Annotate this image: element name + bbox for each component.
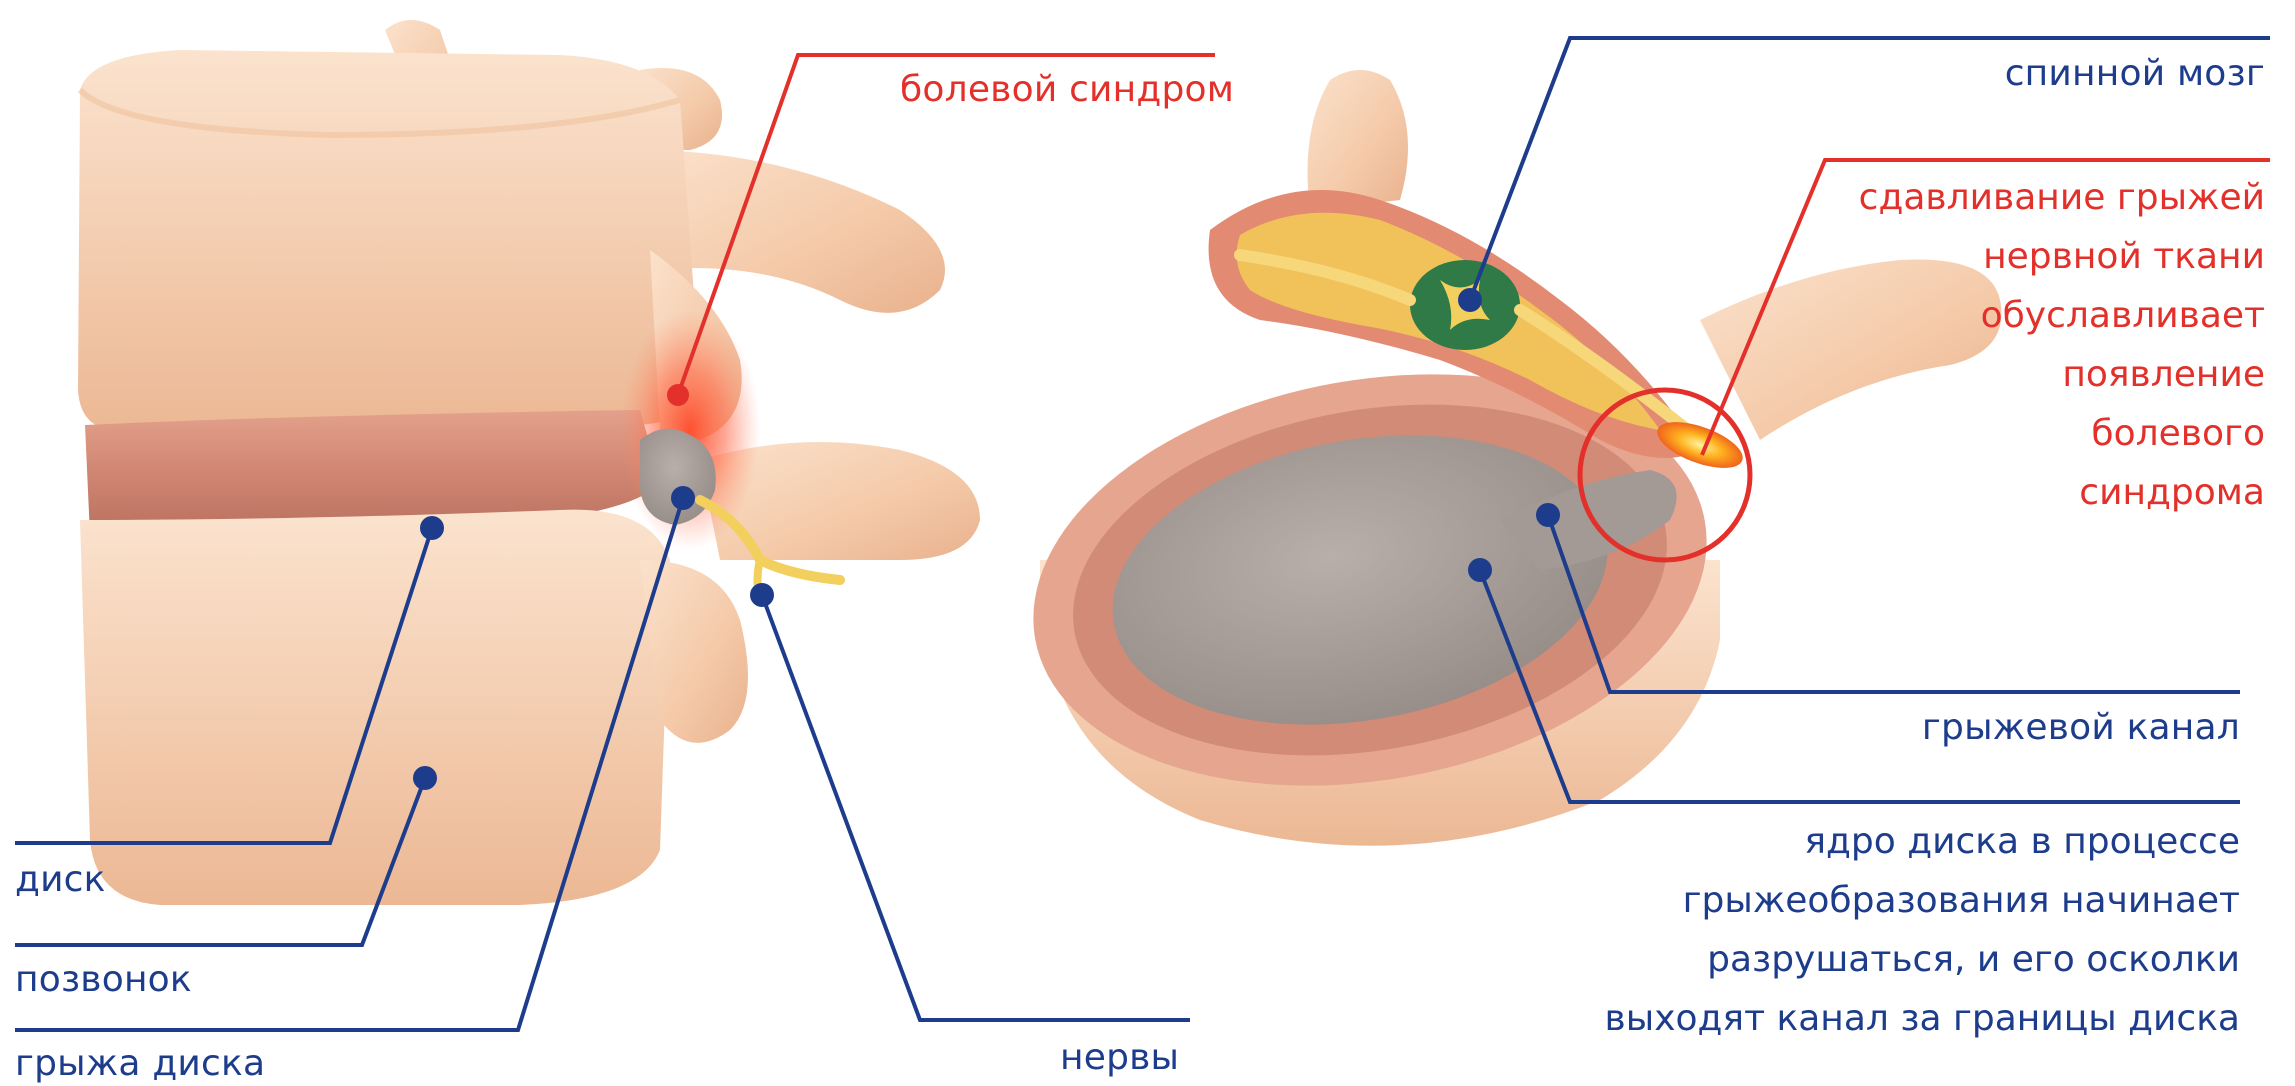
callout-dot-nerves (750, 583, 774, 607)
top-view-vertebra (1000, 70, 2001, 846)
callout-dot-vertebra (413, 766, 437, 790)
label-spinal-cord: спинной мозг (2005, 56, 2265, 92)
compression-line-5: болевого (2091, 404, 2265, 463)
label-hernia-channel: грыжевой канал (1922, 710, 2240, 746)
compression-line-3: обуславливает (1981, 286, 2265, 345)
label-pain-syndrome: болевой синдром (900, 72, 1234, 108)
label-compression-block: сдавливание грыжей нервной ткани обуслав… (1859, 168, 2265, 522)
callout-dot-disc-hernia (671, 486, 695, 510)
compression-line-4: появление (2062, 345, 2265, 404)
label-vertebra: позвонок (15, 962, 192, 998)
nucleus-line-1: ядро диска в процессе (1804, 812, 2240, 871)
side-view-vertebrae (78, 20, 980, 905)
label-nucleus-block: ядро диска в процессе грыжеобразования н… (1605, 812, 2240, 1048)
top-spinous-process (1308, 70, 1409, 210)
label-disc-hernia: грыжа диска (15, 1046, 265, 1082)
nucleus-line-2: грыжеобразования начинает (1683, 871, 2240, 930)
callout-dot-hernia-channel (1536, 503, 1560, 527)
callout-dot-pain-syndrome (667, 384, 689, 406)
compression-line-1: сдавливание грыжей (1859, 168, 2265, 227)
upper-vertebral-body (78, 50, 700, 430)
nucleus-line-3: разрушаться, и его осколки (1707, 930, 2240, 989)
nucleus-line-4: выходят канал за границы диска (1605, 989, 2240, 1048)
callout-dot-spinal-cord (1458, 288, 1482, 312)
compression-line-2: нервной ткани (1983, 227, 2265, 286)
compression-line-6: синдрома (2079, 463, 2265, 522)
callout-dot-nucleus (1468, 558, 1492, 582)
callout-dot-disc (420, 516, 444, 540)
label-disc: диск (15, 862, 106, 898)
label-nerves: нервы (1060, 1040, 1179, 1076)
